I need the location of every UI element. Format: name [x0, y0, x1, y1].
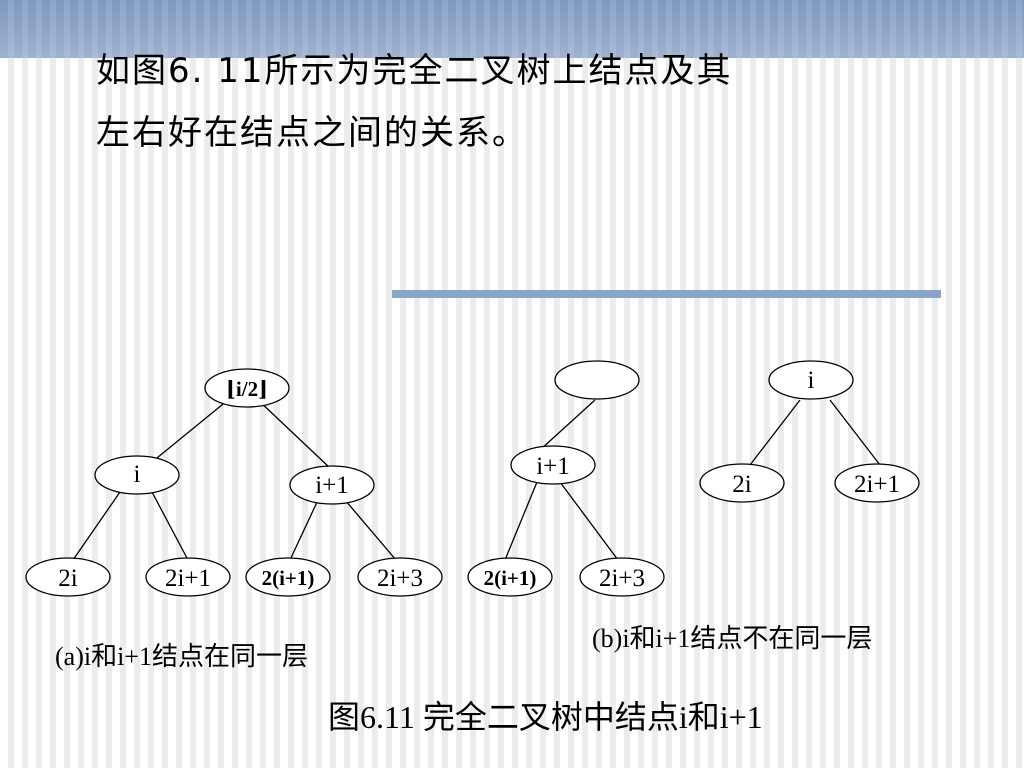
edge-b-other-rightchild [829, 399, 881, 466]
label-b-2i: 2i [732, 471, 752, 498]
node-a-i [94, 455, 180, 495]
tree-nodes [25, 360, 920, 597]
label-a-2-i-plus-1: 2(i+1) [262, 566, 315, 590]
caption-b: (b)i和i+1结点不在同一层 [592, 624, 873, 653]
node-b-2i-plus-1 [834, 463, 920, 503]
node-b-i [768, 360, 854, 400]
node-b-parent [554, 360, 640, 400]
node-b-i-plus-1 [510, 445, 596, 485]
node-a-parent [204, 368, 290, 408]
intro-line-2: 左右好在结点之间的关系。 [96, 113, 528, 153]
edge-a-left-rightchild [151, 491, 189, 561]
intro-text: 如图6. 11所示为完全二叉树上结点及其 左右好在结点之间的关系。 [96, 40, 916, 164]
label-b-i-plus-1: i+1 [536, 453, 570, 480]
label-b-2i-plus-1: 2i+1 [854, 471, 900, 498]
edge-b-node-leftchild [504, 481, 538, 561]
node-a-2-i-plus-1 [245, 557, 331, 597]
label-a-2i: 2i [58, 565, 78, 592]
node-a-i-plus-1 [289, 465, 375, 505]
node-a-2i-plus-3 [357, 557, 443, 597]
intro-line-1: 如图6. 11所示为完全二叉树上结点及其 [96, 51, 733, 91]
figure-title: 图6.11 完全二叉树中结点i和i+1 [328, 699, 763, 735]
node-a-2i [25, 557, 111, 597]
label-a-2i-plus-1: 2i+1 [165, 565, 211, 592]
edge-b-parent-node [539, 399, 596, 451]
edge-a-right-rightchild [344, 499, 397, 561]
header-bar [0, 0, 1024, 58]
label-a-i: i [134, 461, 141, 488]
node-labels: ⌊i/2⌋ i i+1 2i 2i+1 2(i+1) 2i+3 i+1 2(i+… [58, 367, 900, 592]
node-b-2i [699, 463, 785, 503]
node-b-2i-plus-3 [579, 557, 665, 597]
caption-a: (a)i和i+1结点在同一层 [55, 642, 308, 671]
edge-a-left-leftchild [72, 491, 121, 561]
edge-a-parent-right [257, 399, 331, 469]
label-a-parent: ⌊i/2⌋ [226, 377, 268, 401]
node-b-2-i-plus-1 [467, 557, 553, 597]
edge-b-node-rightchild [559, 481, 619, 561]
edge-b-other-leftchild [749, 399, 801, 466]
label-b-i: i [808, 367, 815, 394]
tree-edges [72, 399, 881, 561]
label-a-2i-plus-3: 2i+3 [377, 565, 423, 592]
node-a-2i-plus-1 [145, 557, 231, 597]
label-b-2-i-plus-1: 2(i+1) [484, 566, 537, 590]
label-b-2i-plus-3: 2i+3 [599, 565, 645, 592]
edge-a-right-leftchild [289, 499, 319, 561]
accent-rule [392, 290, 941, 298]
label-a-i-plus-1: i+1 [315, 472, 349, 499]
edge-a-parent-left [151, 399, 229, 463]
header-bar-stripes [0, 0, 1024, 58]
